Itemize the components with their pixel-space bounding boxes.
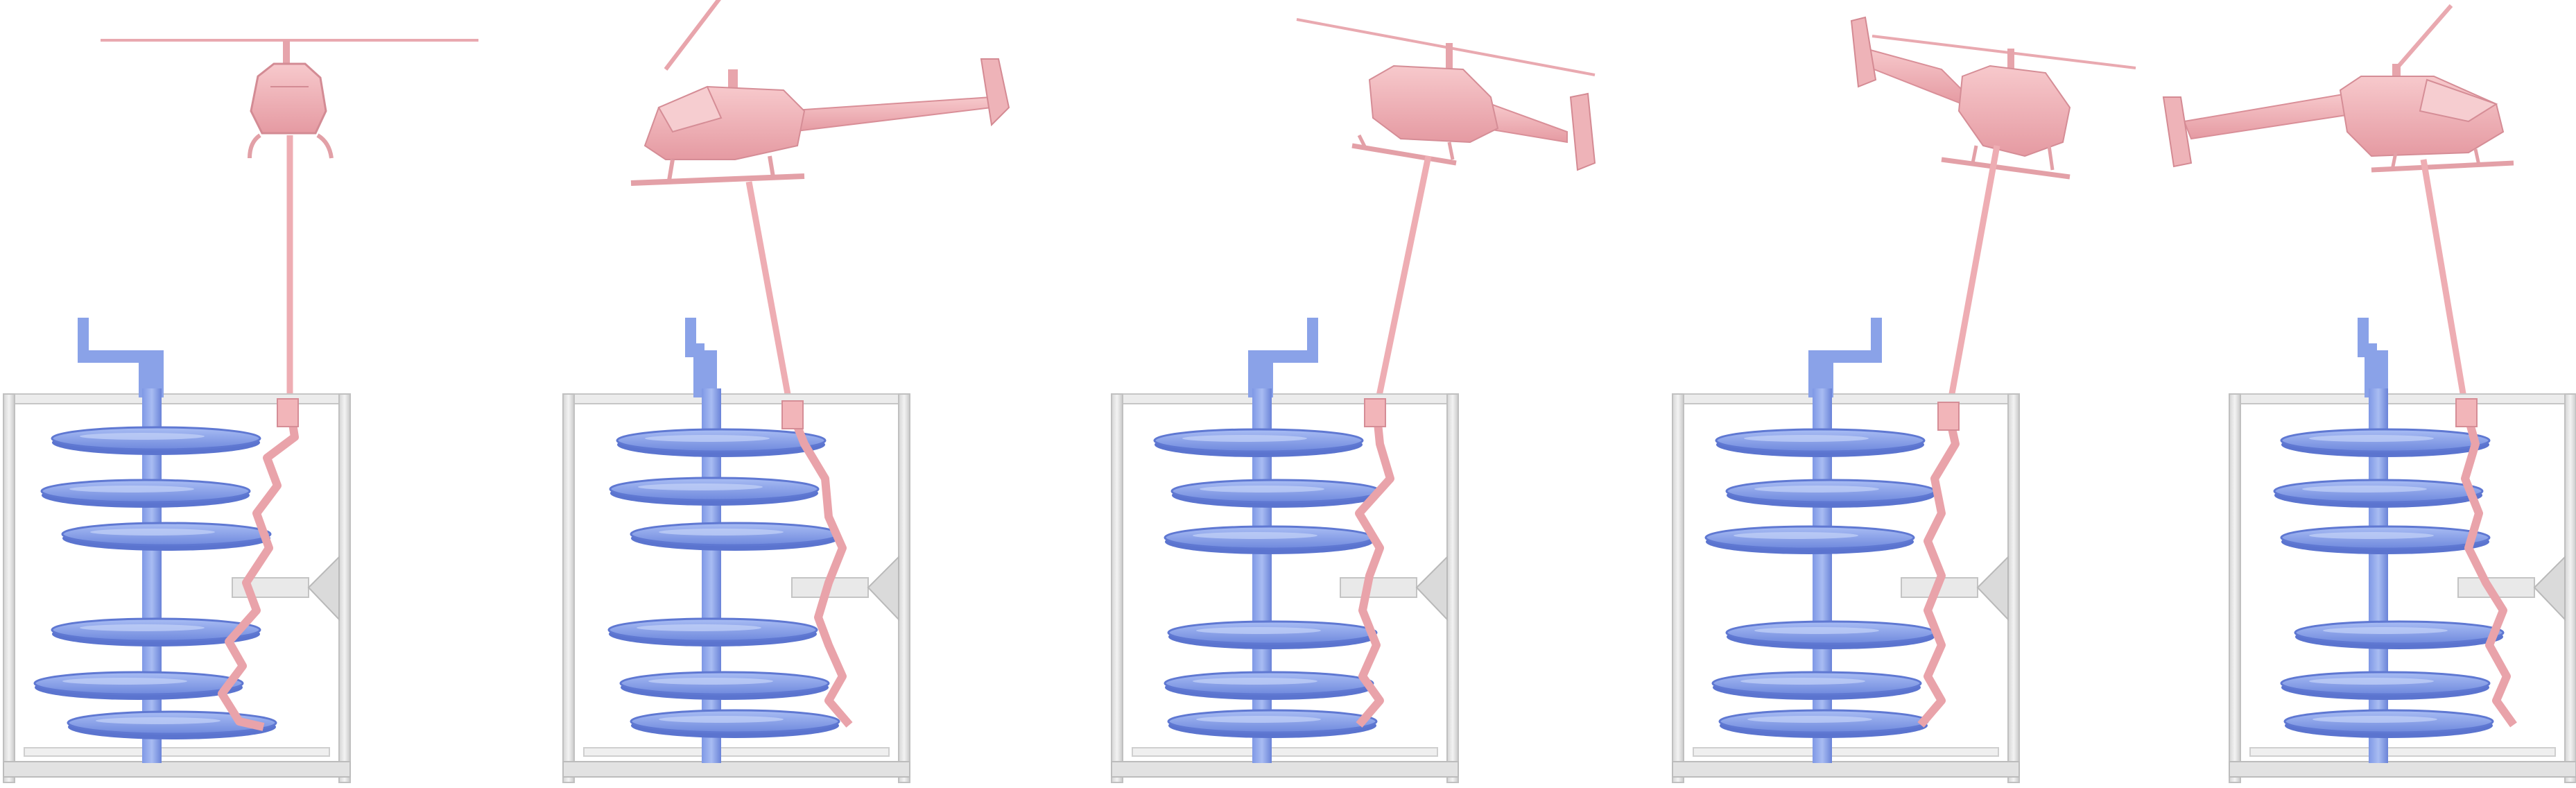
spiral-fin-object [2273,318,2517,763]
panel-4 [1672,16,2136,783]
helicopter-side-view [1296,18,1596,171]
spiral-fin-object [607,318,853,763]
helicopter-front-view [101,39,478,159]
panel-5 [2162,4,2576,783]
panel-2 [562,0,1009,783]
panel-1 [3,39,478,783]
spiral-fin-object [1704,318,1960,763]
slung-cable [745,181,794,410]
helicopter-side-view [2162,4,2514,173]
slung-cable [1945,145,2000,413]
helicopter-side-view [1850,16,2136,180]
helicopter-side-view [631,0,1009,183]
slung-cable [2420,159,2469,406]
slung-cable [1373,155,1432,410]
spiral-fin-object [33,318,299,763]
spiral-fin-object [1153,318,1394,763]
panel-3 [1111,18,1596,783]
